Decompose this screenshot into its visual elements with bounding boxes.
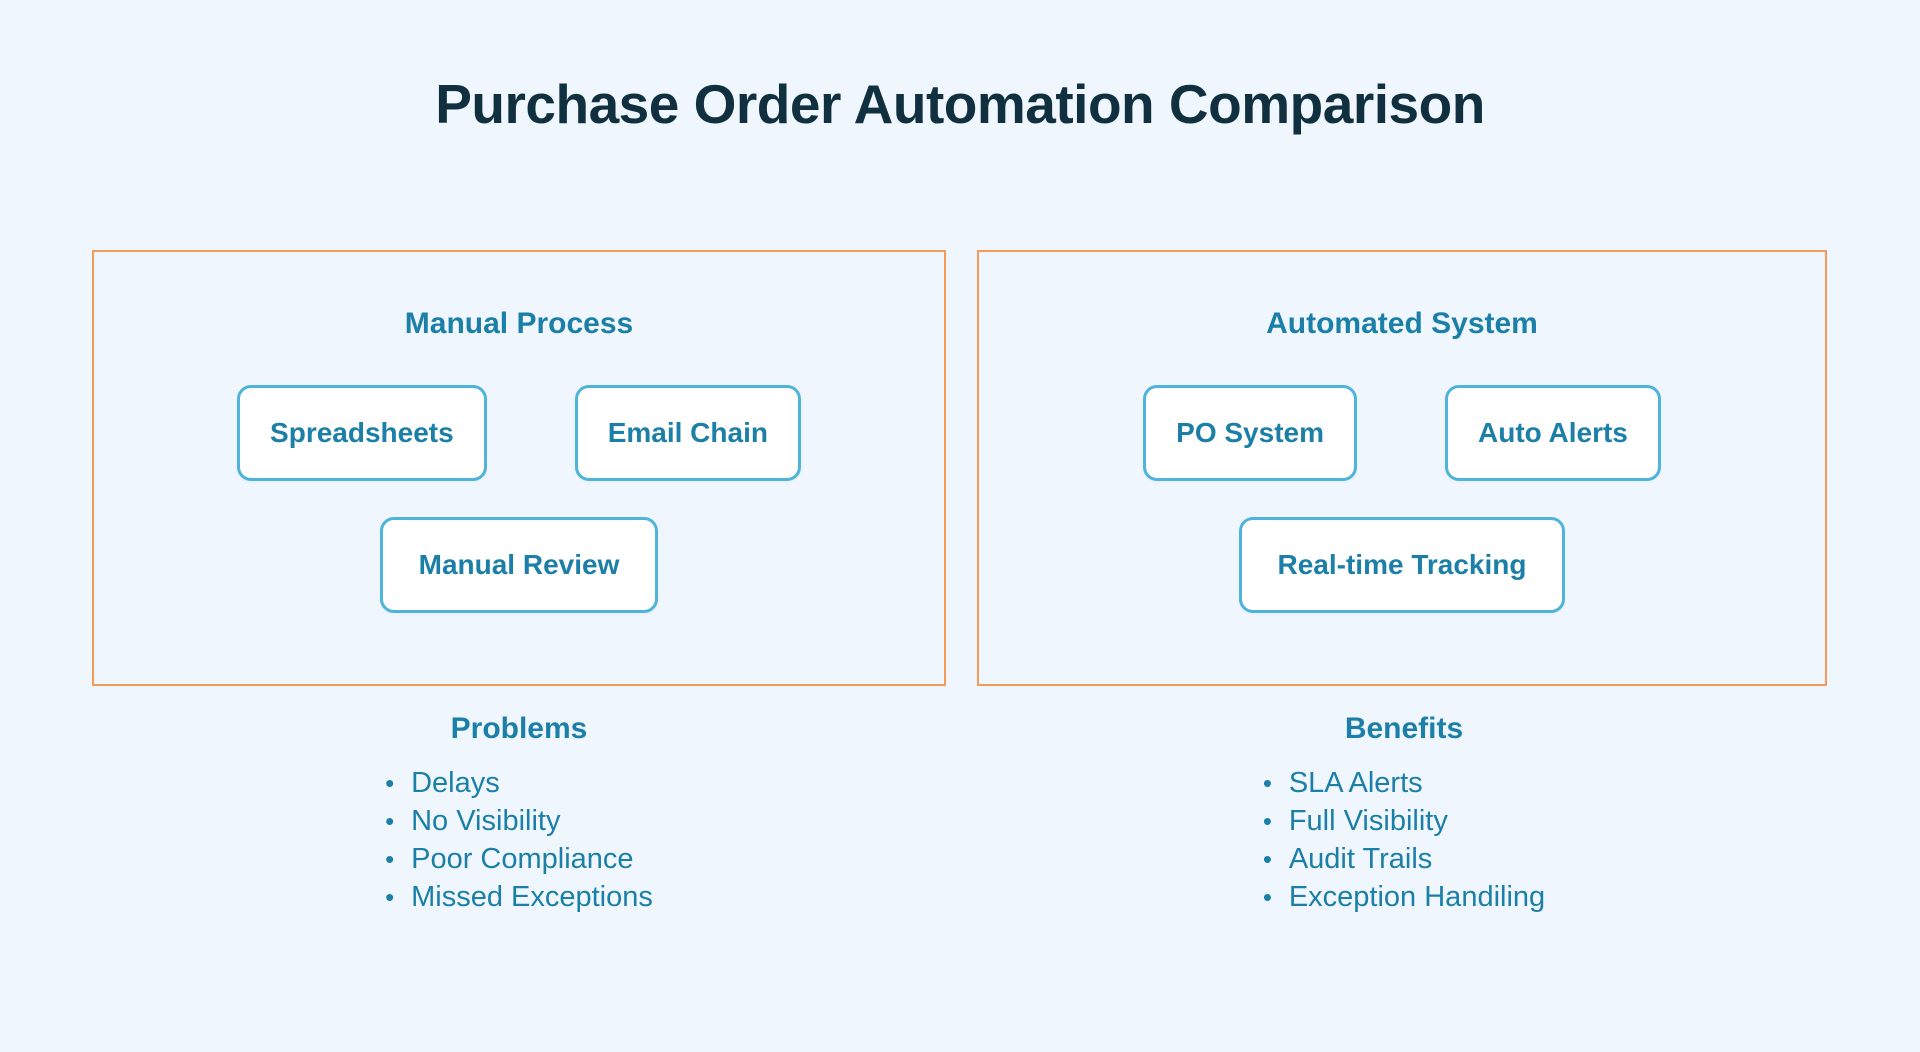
outcome-problems: Problems • Delays • No Visibility • Poor… <box>92 712 946 916</box>
list-item: • Audit Trails <box>1263 840 1545 878</box>
list-item: • SLA Alerts <box>1263 764 1545 802</box>
list-item: • Missed Exceptions <box>385 878 653 916</box>
node-real-time-tracking[interactable]: Real-time Tracking <box>1238 517 1566 613</box>
list-item: • Full Visibility <box>1263 802 1545 840</box>
node-row-manual-1: Spreadsheets Email Chain <box>94 385 944 481</box>
bullet-icon: • <box>1262 844 1272 874</box>
bullet-icon: • <box>385 768 395 798</box>
outcome-title-benefits: Benefits <box>1344 712 1464 745</box>
node-row-automated-1: PO System Auto Alerts <box>979 385 1825 481</box>
page-title: Purchase Order Automation Comparison <box>435 73 1485 135</box>
bullet-icon: • <box>385 806 395 836</box>
list-item-label: Audit Trails <box>1288 843 1433 875</box>
node-auto-alerts[interactable]: Auto Alerts <box>1445 385 1661 481</box>
node-spreadsheets[interactable]: Spreadsheets <box>237 385 487 481</box>
list-item-label: Delays <box>411 767 500 799</box>
panel-title-automated-system: Automated System <box>1266 307 1538 340</box>
list-item: • Exception Handiling <box>1263 878 1545 916</box>
panel-manual-process: Manual Process Spreadsheets Email Chain … <box>92 250 946 686</box>
list-item-label: Poor Compliance <box>411 843 634 875</box>
list-item-label: Full Visibility <box>1288 805 1448 837</box>
panel-title-manual-process: Manual Process <box>404 307 634 340</box>
node-row-manual-2: Manual Review <box>94 517 944 613</box>
list-item-label: SLA Alerts <box>1288 767 1423 799</box>
list-item-label: No Visibility <box>411 805 561 837</box>
list-item: • No Visibility <box>385 802 653 840</box>
node-row-automated-2: Real-time Tracking <box>979 517 1825 613</box>
outcome-benefits: Benefits • SLA Alerts • Full Visibility … <box>977 712 1831 916</box>
node-po-system[interactable]: PO System <box>1143 385 1357 481</box>
list-item-label: Missed Exceptions <box>411 881 653 913</box>
bullet-icon: • <box>1262 882 1272 912</box>
node-manual-review[interactable]: Manual Review <box>379 517 659 613</box>
bullet-icon: • <box>385 882 395 912</box>
outcome-list-problems: • Delays • No Visibility • Poor Complian… <box>385 764 653 916</box>
list-item: • Delays <box>385 764 653 802</box>
outcome-title-problems: Problems <box>450 712 588 745</box>
bullet-icon: • <box>1262 806 1272 836</box>
bullet-icon: • <box>1262 768 1272 798</box>
panel-automated-system: Automated System PO System Auto Alerts R… <box>977 250 1827 686</box>
list-item-label: Exception Handiling <box>1288 881 1546 913</box>
node-email-chain[interactable]: Email Chain <box>574 385 801 481</box>
bullet-icon: • <box>385 844 395 874</box>
outcome-list-benefits: • SLA Alerts • Full Visibility • Audit T… <box>1263 764 1545 916</box>
list-item: • Poor Compliance <box>385 840 653 878</box>
